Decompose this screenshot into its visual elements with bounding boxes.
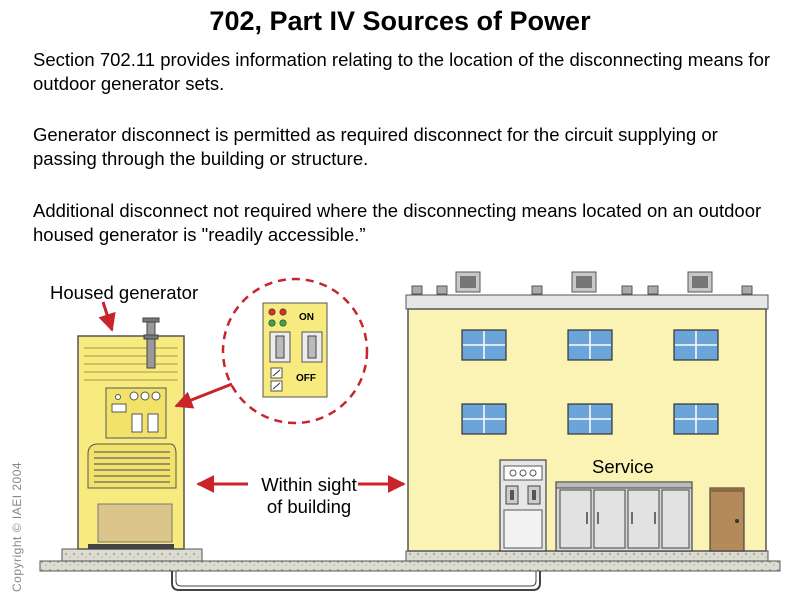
service-switchgear: [555, 481, 693, 552]
label-housed-generator: Housed generator: [50, 282, 199, 303]
arrow-housed-generator: [98, 301, 116, 332]
service-meter-enclosure: [499, 459, 547, 552]
paragraph-section-702-11: Section 702.11 provides information rela…: [33, 49, 771, 94]
label-within-sight: Within sight of building: [261, 474, 357, 517]
switch-on-label: ON: [299, 312, 314, 323]
building-door: [709, 487, 745, 552]
housed-generator: [77, 317, 185, 550]
paragraph-generator-disconnect: Generator disconnect is permitted as req…: [33, 124, 718, 169]
switch-off-label: OFF: [296, 373, 316, 384]
label-service: Service: [592, 456, 654, 477]
switch-panel-callout: [221, 277, 369, 425]
ground-slab: [39, 548, 781, 591]
arrow-disconnect-panel: [174, 382, 233, 409]
paragraph-additional-disconnect: Additional disconnect not required where…: [33, 200, 762, 245]
slide-title: 702, Part IV Sources of Power: [209, 6, 591, 36]
copyright-notice: Copyright © IAEI 2004: [10, 461, 24, 592]
